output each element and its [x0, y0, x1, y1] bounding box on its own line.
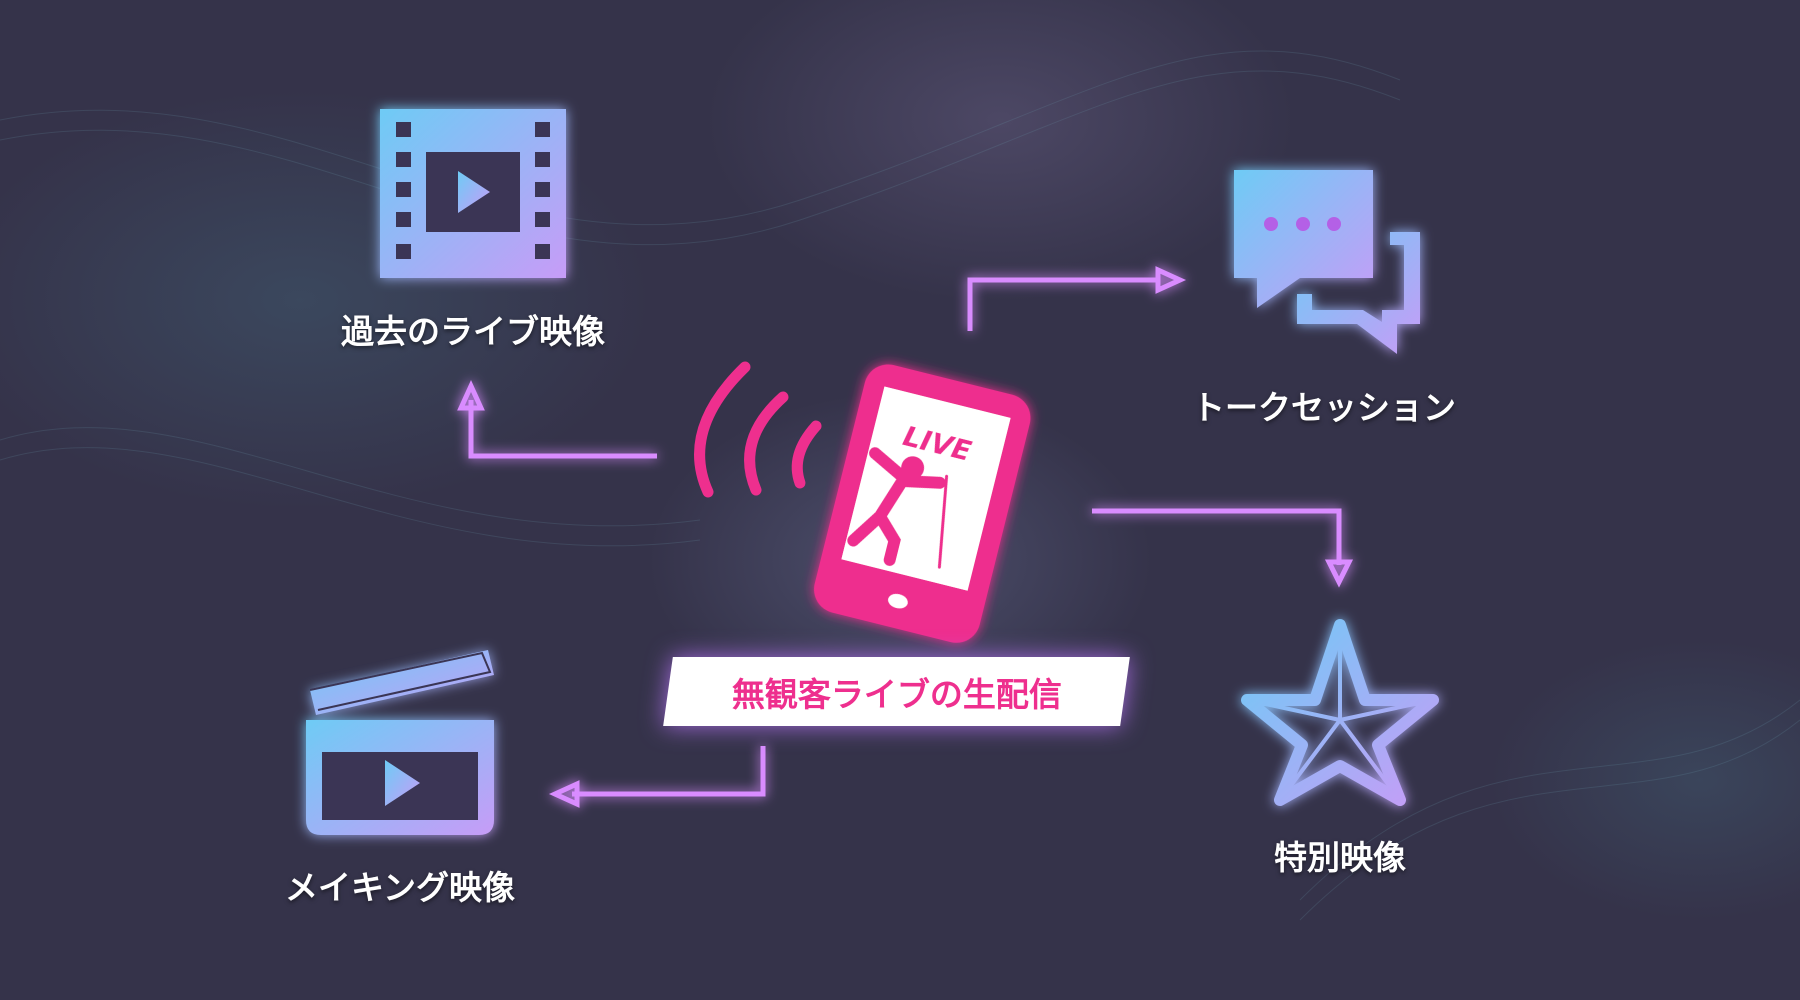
arrow-to-special [1092, 508, 1342, 565]
banner-title: 無観客ライブの生配信 [731, 674, 1062, 714]
arrowhead-right-icon [1155, 266, 1187, 294]
arrowhead-down-icon [1324, 559, 1354, 588]
live-stream-banner: 無観客ライブの生配信 [663, 657, 1130, 726]
feature-label-special: 特別映像 [1274, 838, 1406, 877]
arrowhead-left-icon [548, 780, 580, 808]
feature-label-past-live: 過去のライブ映像 [341, 312, 605, 351]
arrow-to-making [572, 746, 766, 797]
arrow-to-talk [967, 277, 1160, 331]
feature-label-making: メイキング映像 [284, 868, 516, 907]
arrow-to-past-live [468, 400, 657, 459]
arrowhead-up-icon [457, 379, 485, 411]
feature-label-talk-session: トークセッション [1192, 388, 1456, 427]
